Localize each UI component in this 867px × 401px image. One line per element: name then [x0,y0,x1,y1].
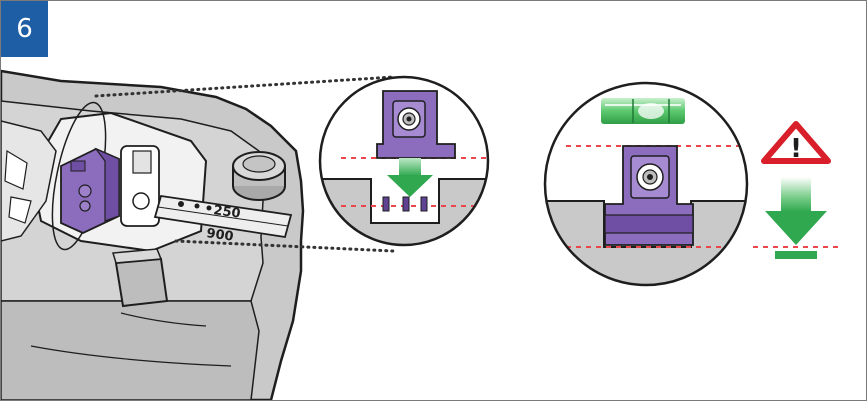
dial-knob [232,151,286,201]
zoom-leader-lines [94,75,395,253]
scale-rail: 250 900 [153,194,293,245]
scale-label-250: 250 [212,203,241,222]
warning-symbol: ! [790,134,802,164]
purple-carriage [60,147,120,234]
bubble-level-icon [601,98,685,124]
step-number-badge: 6 [1,1,48,57]
scale-label-900: 900 [205,226,234,245]
pointer-arrow-down-icon [387,158,433,197]
zoom-detail-circle-correct-insertion [318,75,490,247]
front-latch [112,248,169,308]
warning-triangle-icon: ! [761,121,831,164]
zoom-detail-circle-leveled [543,81,749,287]
arrow-to-line-icon [753,177,839,259]
